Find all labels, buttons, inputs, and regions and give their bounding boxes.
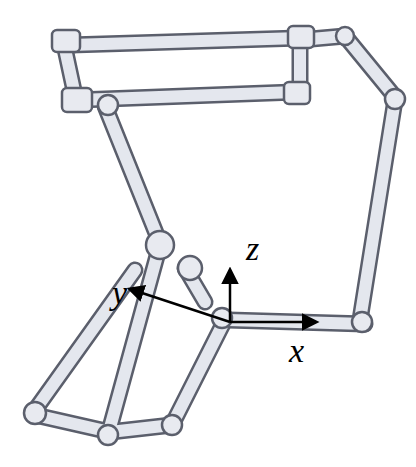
axis-label: z: [246, 232, 259, 266]
axis-label: x: [289, 334, 304, 368]
joints: [24, 26, 405, 445]
link-body: [35, 36, 395, 435]
link-outline: [35, 36, 395, 435]
axis-label: y: [112, 276, 127, 310]
coordinate-axes: [130, 270, 316, 322]
